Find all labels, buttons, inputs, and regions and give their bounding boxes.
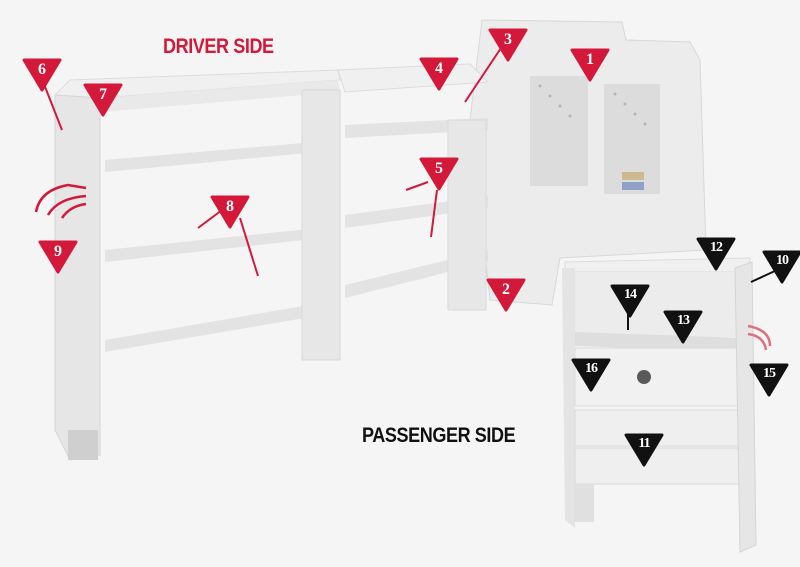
callout-number: 16 — [585, 361, 598, 376]
triangle-marker-icon — [419, 157, 459, 191]
callout-14: 14 — [610, 284, 650, 318]
callout-8: 8 — [210, 195, 250, 229]
triangle-marker-icon — [210, 195, 250, 229]
callout-11: 11 — [624, 433, 664, 467]
triangle-marker-icon — [570, 48, 610, 82]
driver-shelf-unit-right — [337, 63, 490, 311]
triangle-marker-icon — [83, 83, 123, 117]
triangle-marker-icon — [762, 250, 800, 284]
callout-2: 2 — [486, 278, 526, 312]
driver-shelf-unit-left — [53, 69, 341, 461]
callout-number: 5 — [435, 160, 443, 177]
triangle-marker-icon — [419, 57, 459, 91]
triangle-marker-icon — [571, 358, 611, 392]
callout-number: 4 — [435, 60, 443, 77]
callout-3: 3 — [488, 28, 528, 62]
callout-7: 7 — [83, 83, 123, 117]
triangle-marker-icon — [610, 284, 650, 318]
callout-number: 2 — [502, 281, 510, 298]
callout-number: 8 — [226, 198, 234, 215]
triangle-marker-icon — [488, 28, 528, 62]
callout-13: 13 — [663, 310, 703, 344]
callout-10: 10 — [762, 250, 800, 284]
callout-number: 9 — [54, 243, 62, 260]
callout-number: 13 — [677, 313, 690, 328]
callout-number: 15 — [763, 366, 776, 381]
callout-4: 4 — [419, 57, 459, 91]
callout-6: 6 — [22, 58, 62, 92]
partition — [469, 19, 707, 306]
callout-number: 11 — [638, 436, 650, 451]
callout-12: 12 — [696, 237, 736, 271]
callout-number: 10 — [776, 253, 789, 268]
callout-number: 7 — [99, 86, 107, 103]
callout-16: 16 — [571, 358, 611, 392]
callout-number: 3 — [504, 31, 512, 48]
callout-number: 6 — [38, 61, 46, 78]
triangle-marker-icon — [663, 310, 703, 344]
driver-hook — [34, 183, 87, 219]
triangle-marker-icon — [38, 240, 78, 274]
triangle-marker-icon — [749, 363, 789, 397]
callout-15: 15 — [749, 363, 789, 397]
triangle-marker-icon — [22, 58, 62, 92]
passenger-shelf-unit — [562, 257, 772, 553]
callout-1: 1 — [570, 48, 610, 82]
callout-number: 14 — [624, 287, 637, 302]
callout-number: 12 — [710, 240, 723, 255]
driver-side-title: DRIVER SIDE — [163, 35, 274, 58]
callout-5: 5 — [419, 157, 459, 191]
triangle-marker-icon — [624, 433, 664, 467]
passenger-side-title: PASSENGER SIDE — [362, 424, 516, 447]
driver-leader-lines — [39, 44, 504, 277]
callout-number: 1 — [586, 51, 594, 68]
callout-9: 9 — [38, 240, 78, 274]
triangle-marker-icon — [486, 278, 526, 312]
triangle-marker-icon — [696, 237, 736, 271]
